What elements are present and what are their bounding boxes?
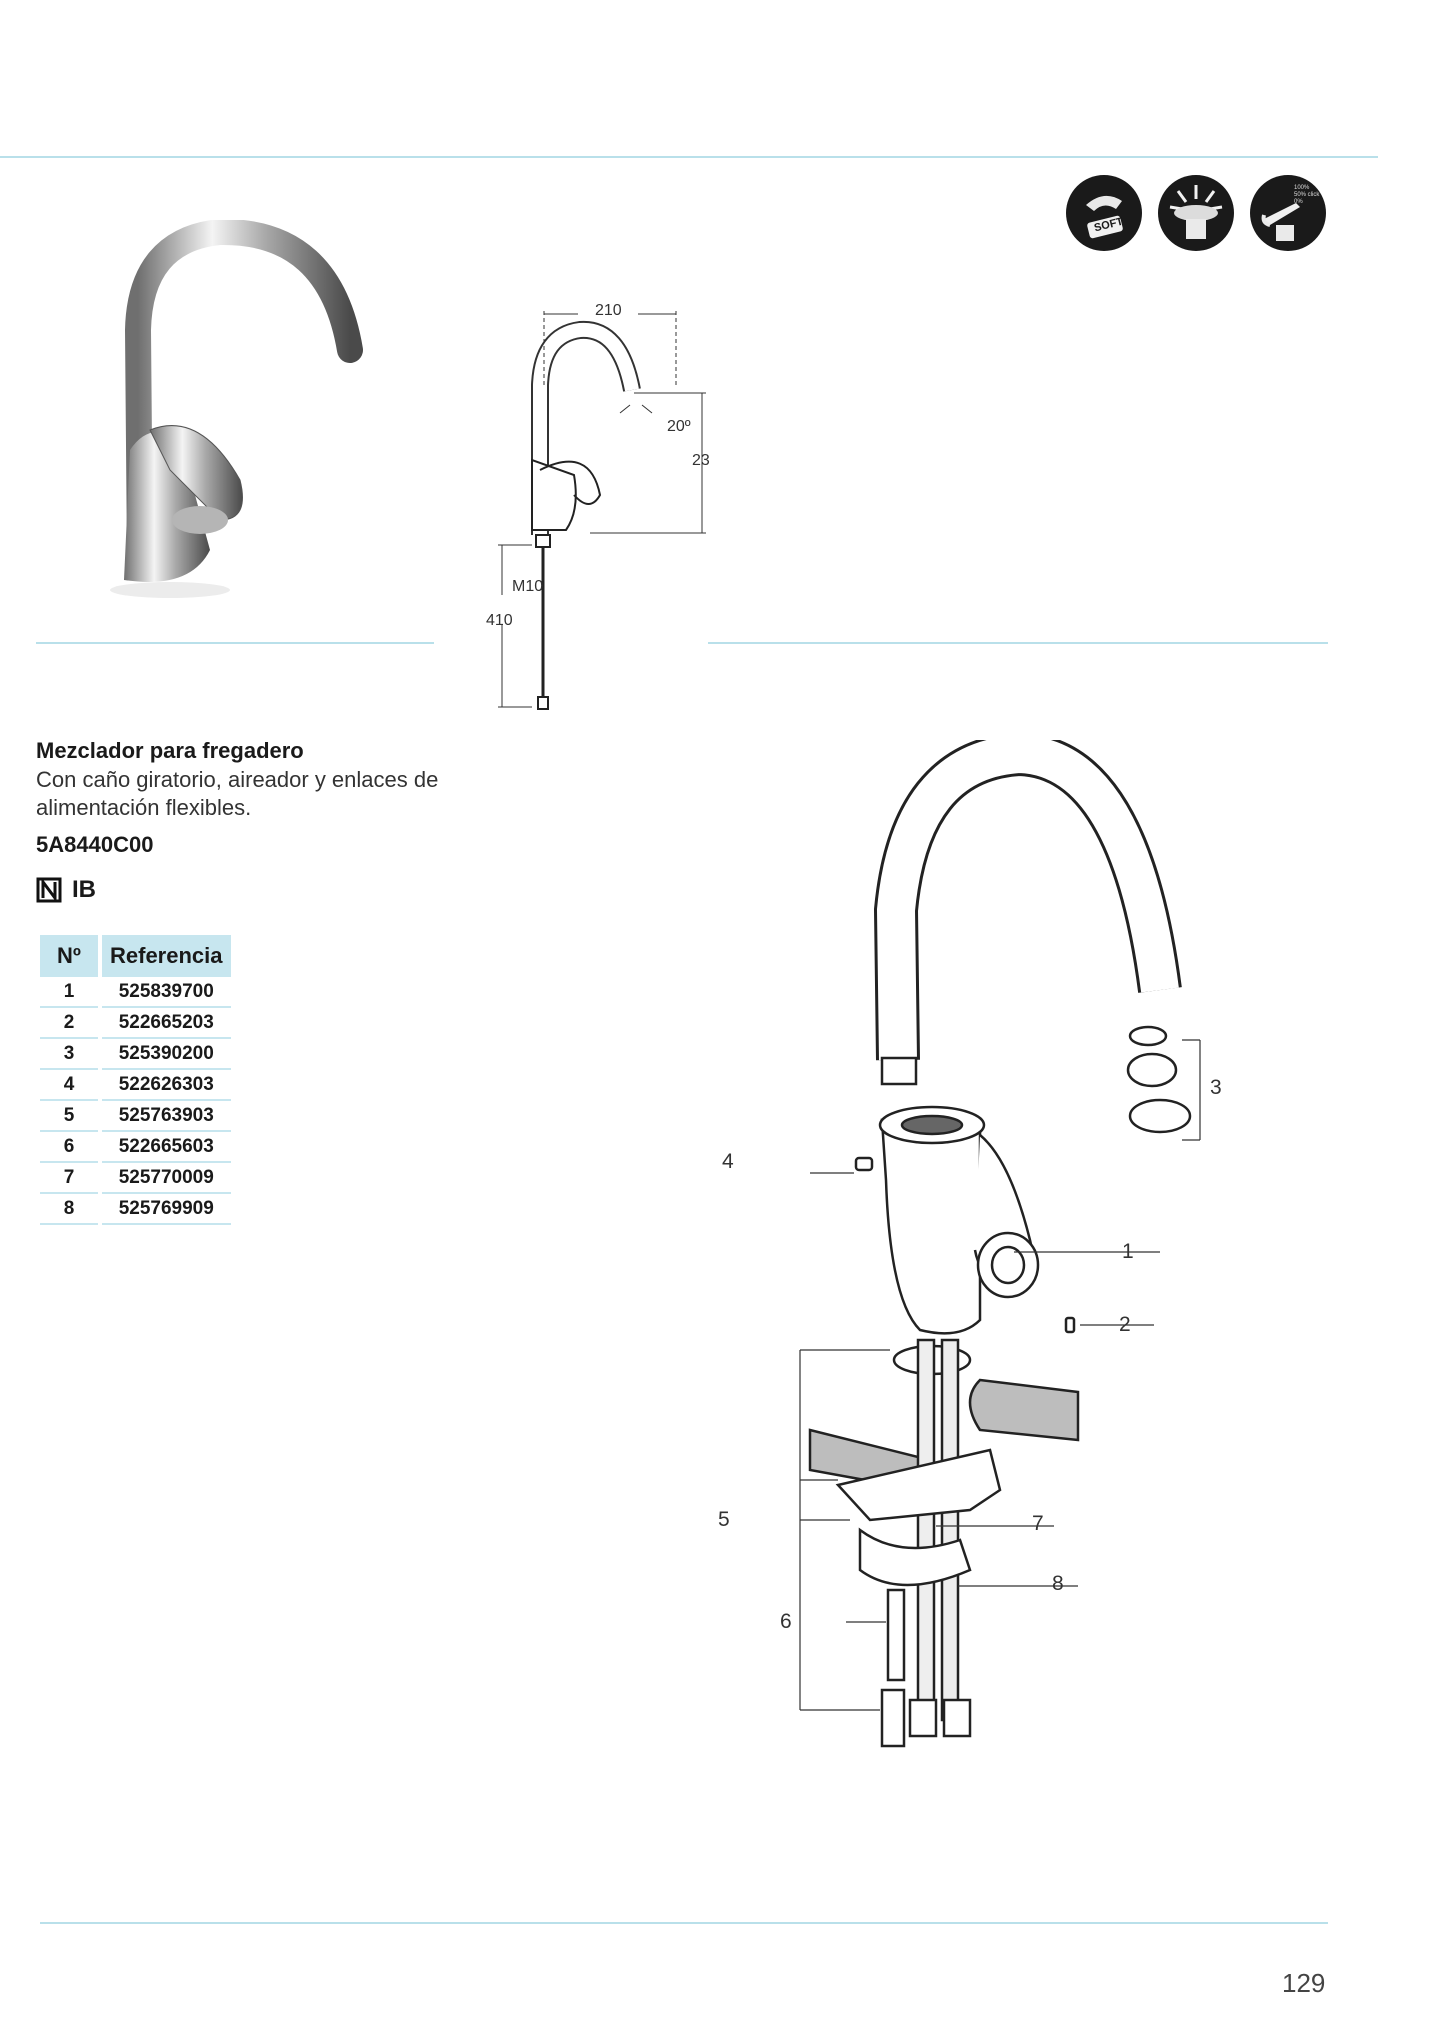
product-code: 5A8440C00 xyxy=(36,832,154,857)
row-number: 3 xyxy=(40,1039,98,1070)
eco-click-badge: 100% 50% click 0% xyxy=(1250,175,1326,251)
row-number: 7 xyxy=(40,1163,98,1194)
soft-badge: SOFT xyxy=(1066,175,1142,251)
exploded-label-5: 5 xyxy=(718,1508,730,1531)
soft-icon xyxy=(1068,177,1140,249)
exploded-label-3: 3 xyxy=(1210,1076,1222,1099)
row-reference: 522665203 xyxy=(102,1008,231,1039)
top-rule xyxy=(0,156,1378,158)
row-reference: 525769909 xyxy=(102,1194,231,1225)
eco-click-label-50: 50% click xyxy=(1294,192,1320,198)
exploded-label-7: 7 xyxy=(1032,1512,1044,1535)
row-number: 8 xyxy=(40,1194,98,1225)
right-section-rule xyxy=(708,642,1328,644)
eco-click-label-0: 0% xyxy=(1294,199,1303,205)
page-number: 129 xyxy=(1282,1968,1326,1998)
col-number: Nº xyxy=(40,935,98,977)
row-number: 5 xyxy=(40,1101,98,1132)
bottom-rule xyxy=(40,1922,1328,1924)
product-photo xyxy=(110,220,363,598)
row-reference: 525839700 xyxy=(102,977,231,1008)
dim-height-label: 23 xyxy=(692,452,710,469)
left-section-rule xyxy=(36,642,434,644)
dim-thread-label: M10 xyxy=(512,578,544,595)
dim-hose-label: 410 xyxy=(486,612,513,629)
exploded-label-2: 2 xyxy=(1119,1313,1131,1336)
product-description: Con caño giratorio, aireador y enlaces d… xyxy=(36,767,439,820)
row-reference: 525770009 xyxy=(102,1163,231,1194)
exploded-label-8: 8 xyxy=(1052,1572,1064,1595)
dimension-drawing xyxy=(498,311,706,710)
n-mark-icon xyxy=(36,877,62,903)
row-reference: 525390200 xyxy=(102,1039,231,1070)
row-number: 6 xyxy=(40,1132,98,1163)
dim-width-label: 210 xyxy=(595,302,622,319)
certification-label: IB xyxy=(72,876,96,903)
exploded-label-4: 4 xyxy=(722,1150,734,1173)
cold-start-icon xyxy=(1160,177,1232,249)
row-reference: 522665603 xyxy=(102,1132,231,1163)
parts-table-header: Nº Referencia xyxy=(40,935,231,977)
cold-start-badge xyxy=(1158,175,1234,251)
exploded-label-6: 6 xyxy=(780,1610,792,1633)
product-title: Mezclador para fregadero xyxy=(36,738,304,763)
eco-click-label-100: 100% xyxy=(1294,185,1310,191)
row-number: 2 xyxy=(40,1008,98,1039)
row-number: 1 xyxy=(40,977,98,1008)
row-reference: 525763903 xyxy=(102,1101,231,1132)
row-number: 4 xyxy=(40,1070,98,1101)
exploded-label-1: 1 xyxy=(1122,1240,1134,1263)
col-reference: Referencia xyxy=(102,935,231,977)
certification: IB xyxy=(36,876,96,904)
exploded-view xyxy=(799,740,1201,1748)
row-reference: 522626303 xyxy=(102,1070,231,1101)
eco-click-icon xyxy=(1252,177,1324,249)
dim-angle-label: 20º xyxy=(667,418,691,435)
